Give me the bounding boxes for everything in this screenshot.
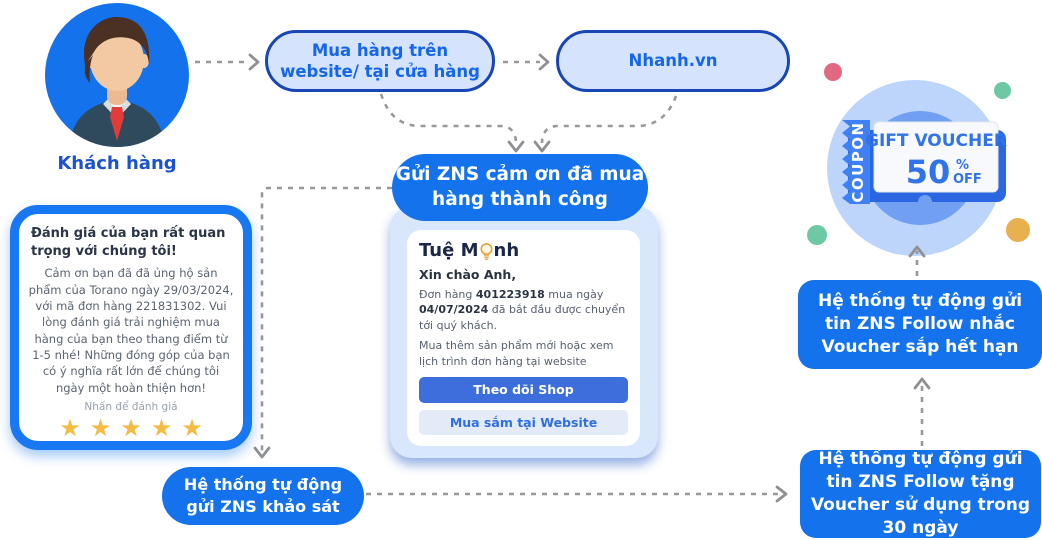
survey-rating-card: Đánh giá của bạn rất quan trọng với chún… (10, 205, 252, 450)
greeting-text: Xin chào Anh, (419, 267, 517, 282)
node-nhanh-label: Nhanh.vn (628, 51, 718, 71)
customer-label: Khách hàng (57, 153, 177, 174)
voucher-title: GIFT VOUCHER (865, 131, 1007, 151)
shop-website-button[interactable]: Mua sắm tại Website (419, 409, 628, 435)
zns-message-card: Tuệ M nh Xin chào Anh, Đơn hàng 40122391… (407, 230, 640, 446)
node-auto-survey-zns: Hệ thống tự động gửi ZNS khảo sát (162, 467, 364, 525)
decor-dot-green-right (994, 82, 1011, 99)
connector-platform-to-zns (540, 95, 678, 144)
voucher-percent: % (956, 158, 969, 173)
decor-dot-orange (1006, 218, 1030, 242)
gift-voucher-coupon: COUPON GIFT VOUCHER 50 % OFF (842, 120, 1007, 209)
node-voucher-gift-label: Hệ thống tự động gửi tin ZNS Follow tặng… (810, 449, 1031, 538)
voucher-off: OFF (953, 172, 982, 187)
promo-text: Mua thêm sản phẩm mới hoặc xem lịch trìn… (419, 339, 614, 368)
connector-purchase-to-zns (379, 93, 518, 144)
person-icon (45, 3, 189, 147)
brand-text-pre: Tuệ M (419, 240, 479, 261)
decor-dot-pink (824, 63, 842, 81)
order-number: 401223918 (475, 288, 545, 301)
order-date: 04/07/2024 (419, 303, 489, 317)
follow-shop-button[interactable]: Theo dõi Shop (419, 376, 628, 403)
brand-text-post: nh (493, 240, 520, 261)
connector-zns-to-survey-pill (260, 186, 392, 454)
survey-tap-hint: Nhấn để đánh giá (84, 401, 178, 413)
node-voucher-reminder-label: Hệ thống tự động gửi tin ZNS Follow nhắc… (817, 291, 1023, 357)
node-voucher-gift-zns: Hệ thống tự động gửi tin ZNS Follow tặng… (800, 449, 1041, 538)
node-purchase-channel: Mua hàng trên website/ tại cửa hàng (265, 30, 495, 92)
node-auto-survey-label: Hệ thống tự động gửi ZNS khảo sát (183, 475, 343, 516)
decor-dot-green-left (807, 225, 827, 245)
star-rating[interactable]: ★★★★★ (59, 414, 212, 442)
survey-title: Đánh giá của bạn rất quan trọng với chún… (31, 226, 226, 260)
zns-header-label: Gửi ZNS cảm ơn đã mua hàng thành công (395, 164, 645, 210)
node-purchase-label: Mua hàng trên website/ tại cửa hàng (280, 40, 480, 81)
coupon-ribbon-label: COUPON (849, 121, 867, 202)
node-nhanh-platform: Nhanh.vn (556, 30, 790, 92)
brand-logo: Tuệ M nh (419, 240, 628, 261)
survey-body: Cảm ơn bạn đã đã ủng hộ sản phẩm của Tor… (28, 266, 234, 395)
customer-avatar (45, 3, 189, 147)
zns-header: Gửi ZNS cảm ơn đã mua hàng thành công (392, 154, 648, 221)
voucher-amount: 50 (906, 153, 951, 191)
node-voucher-reminder-zns: Hệ thống tự động gửi tin ZNS Follow nhắc… (798, 280, 1042, 369)
order-status-text: Đơn hàng 401223918 mua ngày 04/07/2024 đ… (419, 288, 626, 332)
lightbulb-icon (480, 243, 493, 260)
coupon-ribbon (842, 120, 870, 204)
